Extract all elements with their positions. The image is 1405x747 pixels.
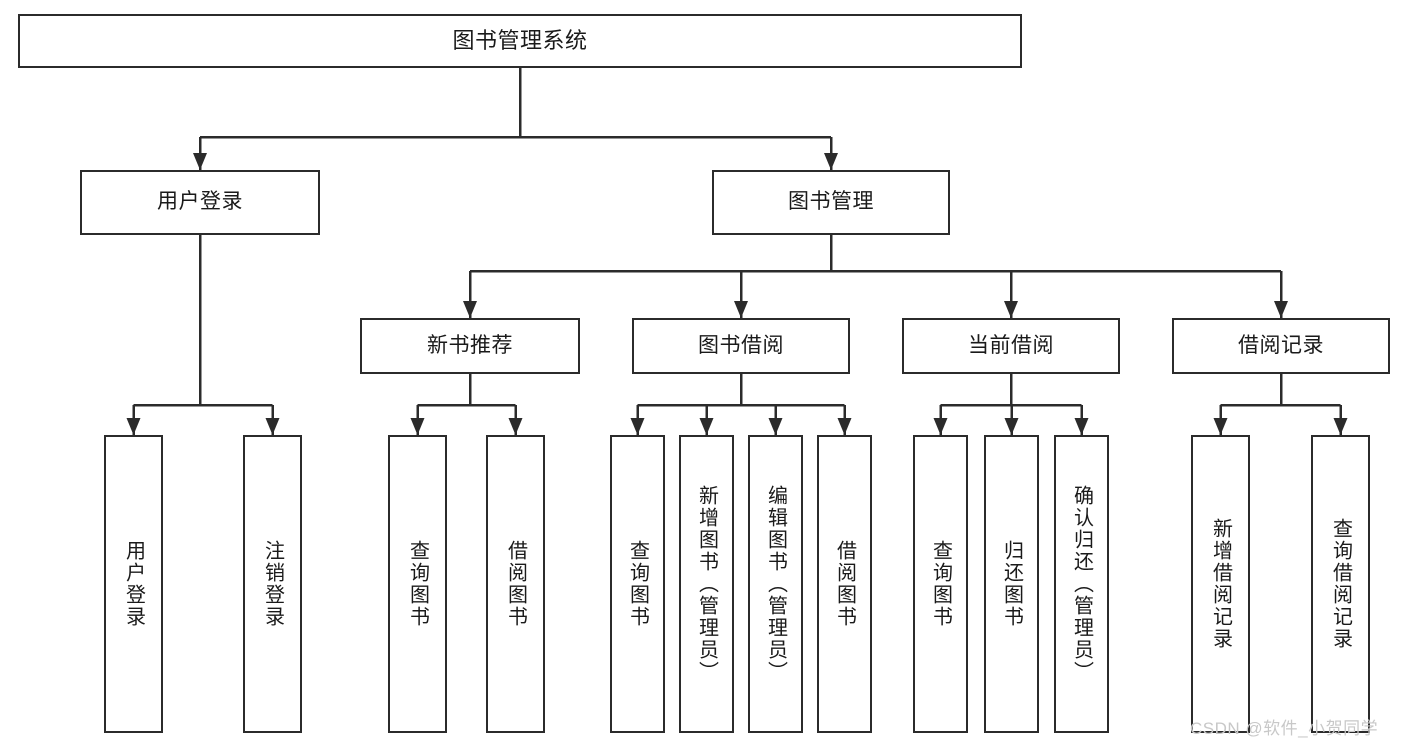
node-root: 图书管理系统 (18, 14, 1022, 68)
node-borrow-record: 借阅记录 (1172, 318, 1390, 374)
node-label: 新书推荐 (427, 333, 513, 357)
arrow-head (508, 418, 523, 435)
node-label: 用户登录 (122, 540, 145, 628)
node-book-borrow: 图书借阅 (632, 318, 850, 374)
arrow-head (463, 301, 477, 318)
node-leaf-user-login: 用户登录 (104, 435, 163, 733)
arrow-head (1004, 418, 1019, 435)
node-label: 查询图书 (626, 540, 649, 628)
node-label: 查询图书 (406, 540, 429, 628)
arrow-head (699, 418, 714, 435)
node-leaf-query-book-1: 查询图书 (388, 435, 447, 733)
node-label: 确认归还（管理员） (1070, 485, 1093, 683)
node-leaf-confirm-return: 确认归还（管理员） (1054, 435, 1109, 733)
arrow-head (1274, 301, 1288, 318)
node-label: 注销登录 (261, 540, 284, 628)
node-leaf-borrow-book-2: 借阅图书 (817, 435, 872, 733)
node-new-book-rec: 新书推荐 (360, 318, 580, 374)
node-label: 借阅图书 (833, 540, 856, 628)
node-current-borrow: 当前借阅 (902, 318, 1120, 374)
node-label: 编辑图书（管理员） (764, 485, 787, 683)
arrow-head (265, 418, 280, 435)
node-label: 新增借阅记录 (1209, 518, 1232, 650)
node-label: 图书管理 (788, 190, 874, 214)
node-leaf-add-record: 新增借阅记录 (1191, 435, 1250, 733)
arrow-head (1074, 418, 1089, 435)
node-label: 新增图书（管理员） (695, 485, 718, 683)
node-leaf-borrow-book-1: 借阅图书 (486, 435, 545, 733)
arrow-head (1213, 418, 1228, 435)
node-user-login: 用户登录 (80, 170, 320, 235)
arrow-head (837, 418, 852, 435)
arrow-head (1004, 301, 1018, 318)
node-label: 借阅图书 (504, 540, 527, 628)
node-leaf-user-logout: 注销登录 (243, 435, 302, 733)
node-label: 图书管理系统 (452, 28, 588, 54)
arrow-head (193, 153, 207, 170)
arrow-head (933, 418, 948, 435)
node-leaf-query-book-2: 查询图书 (610, 435, 665, 733)
node-label: 借阅记录 (1238, 333, 1324, 357)
arrow-head (768, 418, 783, 435)
node-book-manage: 图书管理 (712, 170, 950, 235)
node-label: 当前借阅 (968, 333, 1054, 357)
node-label: 查询图书 (929, 540, 952, 628)
arrow-head (824, 153, 838, 170)
node-leaf-add-book: 新增图书（管理员） (679, 435, 734, 733)
node-leaf-return-book: 归还图书 (984, 435, 1039, 733)
arrow-head (410, 418, 425, 435)
csdn-watermark: CSDN @软件_小贺同学 (1190, 719, 1379, 738)
arrow-head (734, 301, 748, 318)
arrow-head (630, 418, 645, 435)
node-leaf-query-book-3: 查询图书 (913, 435, 968, 733)
arrow-head (126, 418, 141, 435)
node-label: 归还图书 (1000, 540, 1023, 628)
arrow-head (1333, 418, 1348, 435)
node-label: 查询借阅记录 (1329, 518, 1352, 650)
node-leaf-query-record: 查询借阅记录 (1311, 435, 1370, 733)
node-leaf-edit-book: 编辑图书（管理员） (748, 435, 803, 733)
node-label: 用户登录 (157, 190, 243, 214)
node-label: 图书借阅 (698, 333, 784, 357)
